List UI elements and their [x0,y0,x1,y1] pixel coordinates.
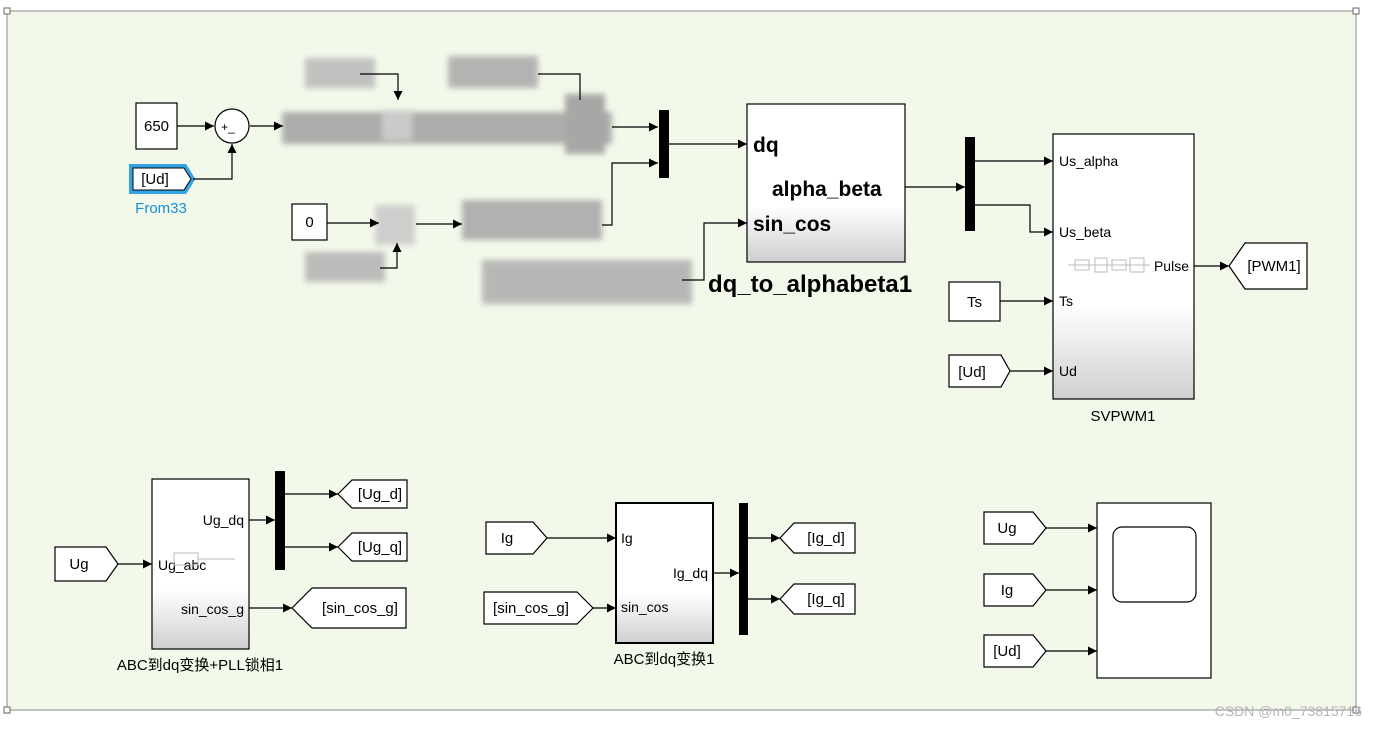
scope-from-ud-label: [Ud] [993,643,1021,660]
scope-from-ug-label: Ug [997,520,1016,537]
from-ug-label: Ug [69,556,88,573]
sum-signs-label: +_ [221,120,235,134]
mux-dq[interactable] [659,110,669,178]
pll-block[interactable]: Ug_dq Ug_abc sin_cos_g [151,478,250,650]
from-ud2-label: [Ud] [958,364,986,381]
obscured-wires [250,73,658,269]
port-sin-cos-g: sin_cos_g [181,601,244,617]
canvas-handle-tr[interactable] [1352,7,1360,15]
canvas-handle-bl[interactable] [3,706,11,714]
port-alpha-beta: alpha_beta [772,178,882,201]
goto-ig-q-block[interactable]: [Ig_q] [779,583,856,615]
constant-650-block[interactable]: 650 [135,102,178,150]
canvas-handle-br[interactable] [1352,706,1360,714]
wire-ud-sum [193,144,237,180]
ts-label: Ts [967,294,982,311]
watermark: CSDN @m0_73815716 [1215,703,1363,719]
scope-screen-icon [1112,526,1197,603]
svpwm-block[interactable]: Us_alpha Us_beta Ts Ud Pulse [1052,133,1195,400]
goto-ug-q-block[interactable]: [Ug_q] [337,532,408,562]
demux-ug[interactable] [275,471,285,570]
port-ig-sin-cos: sin_cos [621,599,668,615]
from-sin-cos-g-block[interactable]: [sin_cos_g] [483,591,594,625]
goto-sin-cos-g-label: [sin_cos_g] [322,600,398,617]
scope-from-ig-block[interactable]: Ig [983,573,1047,607]
from-ug-block[interactable]: Ug [54,546,119,582]
wire-sincos-dq [682,218,747,281]
goto-sin-cos-g-block[interactable]: [sin_cos_g] [291,587,407,629]
obscured-blocks [282,56,692,304]
ts-constant-block[interactable]: Ts [948,281,1001,322]
goto-pwm1-block[interactable]: [PWM1] [1228,242,1308,290]
goto-ig-q-label: [Ig_q] [807,591,845,608]
ig-dq-name: ABC到dq变换1 [614,651,715,668]
demux-alphabeta[interactable] [965,137,975,231]
scope-from-ug-block[interactable]: Ug [983,511,1047,545]
pll-name: ABC到dq变换+PLL锁相1 [117,657,283,674]
from-sin-cos-g-label: [sin_cos_g] [493,600,569,617]
from-ud2-block[interactable]: [Ud] [948,354,1011,388]
port-us-beta: Us_beta [1059,224,1111,240]
demux-ig[interactable] [739,503,748,635]
goto-pwm1-label: [PWM1] [1247,258,1300,275]
wire-us-beta [975,204,1053,237]
constant-0-block[interactable]: 0 [291,203,328,241]
port-us-alpha: Us_alpha [1059,153,1118,169]
goto-ug-d-block[interactable]: [Ug_d] [337,479,408,509]
scope-from-ud-block[interactable]: [Ud] [983,634,1047,668]
port-sin-cos: sin_cos [753,213,831,236]
ig-dq-block[interactable]: Ig sin_cos Ig_dq [615,502,714,644]
from-ud-caption: From33 [135,200,187,217]
from-ig-label: Ig [501,530,514,547]
goto-ig-d-block[interactable]: [Ig_d] [779,522,856,554]
constant-0-label: 0 [305,214,313,231]
port-ig-dq: Ig_dq [673,565,708,581]
goto-ug-d-label: [Ug_d] [358,486,402,503]
scope-from-ig-label: Ig [1001,582,1014,599]
port-dq: dq [753,134,779,157]
port-ig: Ig [621,530,633,546]
port-ud: Ud [1059,363,1077,379]
port-ts: Ts [1059,293,1073,309]
dq-to-alphabeta-name: dq_to_alphabeta1 [708,271,912,298]
scope-block[interactable] [1096,502,1212,679]
from-ud-block[interactable]: [Ud] [129,164,196,194]
port-pulse: Pulse [1154,258,1189,274]
from-ud-label: [Ud] [141,171,169,188]
dq-to-alphabeta-block[interactable]: dq alpha_beta sin_cos [746,103,906,263]
sum-block[interactable]: +_ [214,108,250,144]
constant-650-label: 650 [144,118,169,135]
pll-thumbnail-icon [173,552,235,566]
svpwm-name: SVPWM1 [1090,408,1155,425]
goto-ig-d-label: [Ig_d] [807,530,845,547]
port-ug-dq: Ug_dq [203,512,244,528]
svpwm-thumbnail-icon [1068,257,1150,273]
from-ig-block[interactable]: Ig [485,521,548,555]
canvas-handle-tl[interactable] [3,7,11,15]
goto-ug-q-label: [Ug_q] [358,539,402,556]
